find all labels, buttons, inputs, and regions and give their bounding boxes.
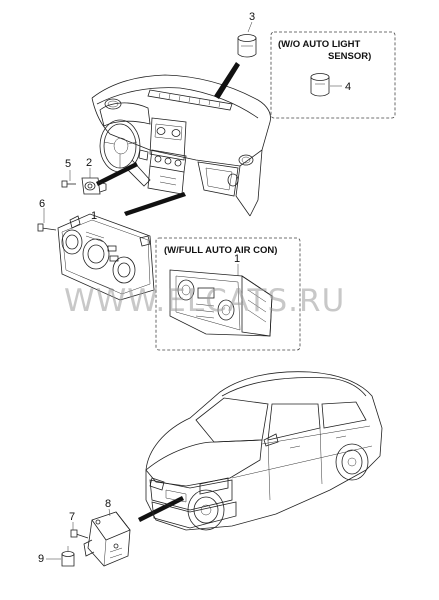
callout-5: 5 xyxy=(65,158,71,170)
callout-3: 3 xyxy=(249,11,255,23)
callout-9: 9 xyxy=(38,553,44,565)
box-full-auto-aircon: (W/FULL AUTO AIR CON) xyxy=(155,237,301,351)
box-without-light-sensor: (W/O AUTO LIGHT SENSOR) xyxy=(270,31,396,119)
part-screw-5 xyxy=(61,170,76,188)
part-grommet-9 xyxy=(61,546,75,567)
callout-1-manual: 1 xyxy=(91,210,97,222)
callout-numbers: 3 4 5 2 6 1 1 7 8 9 xyxy=(38,11,351,565)
callout-2: 2 xyxy=(86,157,92,169)
callout-6: 6 xyxy=(39,198,45,210)
part-switch-2 xyxy=(81,168,107,195)
callout-7: 7 xyxy=(69,511,75,523)
vehicle-illustration xyxy=(145,371,383,531)
box-label-aircon: (W/FULL AUTO AIR CON) xyxy=(164,245,277,256)
part-module-8 xyxy=(83,511,131,567)
watermark: WWW.ELCATS.RU xyxy=(64,283,345,319)
part-light-sensor xyxy=(237,34,257,58)
part-screw-7 xyxy=(70,522,89,539)
leader-lines xyxy=(96,62,240,522)
dashboard-illustration xyxy=(91,74,271,217)
callout-1-auto: 1 xyxy=(234,253,240,265)
box-label-line2: SENSOR) xyxy=(328,51,371,62)
part-heater-control-manual xyxy=(57,213,155,301)
part-heater-control-auto xyxy=(169,269,273,337)
part-screw-6 xyxy=(37,208,57,232)
box-label-line1: (W/O AUTO LIGHT xyxy=(278,39,361,50)
callout-4: 4 xyxy=(345,81,351,93)
part-sensor-cap xyxy=(310,73,330,97)
callout-8: 8 xyxy=(105,498,111,510)
